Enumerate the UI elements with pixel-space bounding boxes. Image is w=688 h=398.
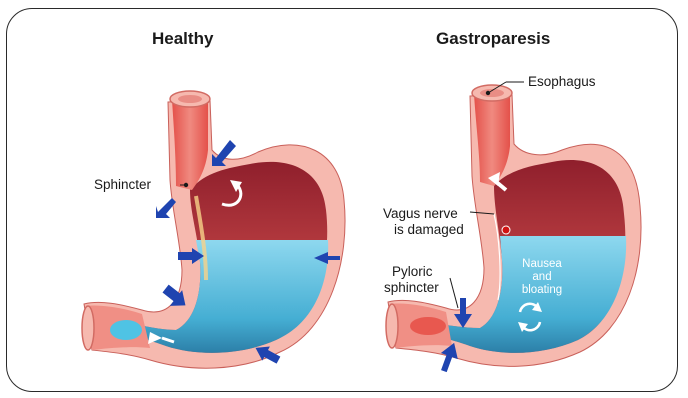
vagus-nerve-damage-dot: [502, 226, 510, 234]
symptom-label-line1: Nausea: [514, 258, 570, 271]
symptom-label-line3: bloating: [514, 284, 570, 297]
pyloric-sphincter-label-line2: sphincter: [384, 280, 439, 296]
esophagus-label: Esophagus: [528, 74, 596, 90]
sphincter-label: Sphincter: [94, 177, 151, 193]
pyloric-sphincter-label-line1: Pyloric: [392, 264, 433, 280]
symptom-label-line2: and: [514, 271, 570, 284]
vagus-nerve-label-line1: Vagus nerve: [383, 206, 458, 222]
healthy-stomach: [82, 91, 345, 368]
healthy-title: Healthy: [152, 29, 213, 49]
gastroparesis-title: Gastroparesis: [436, 29, 550, 49]
healthy-duodenum-fluid: [110, 320, 142, 340]
vagus-nerve-label-line2: is damaged: [394, 222, 464, 238]
